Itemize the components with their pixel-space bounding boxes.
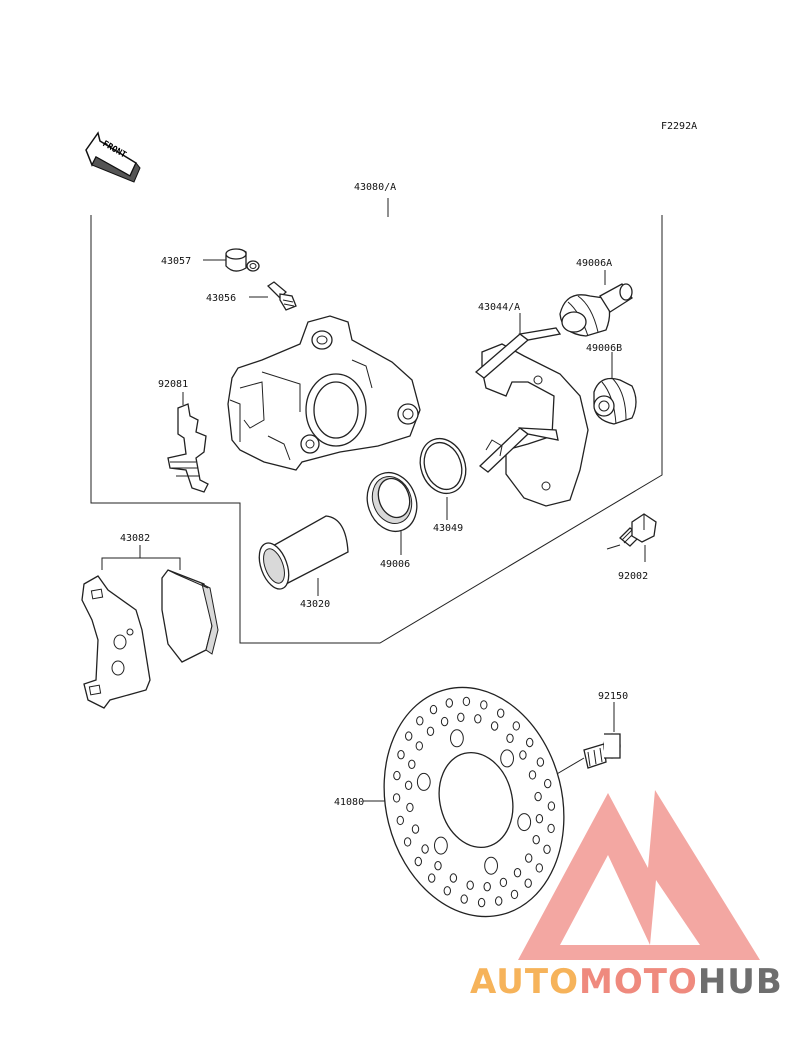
caliper-bolt xyxy=(619,513,657,547)
watermark-auto: AUTO xyxy=(470,962,579,1002)
part-label-43020: 43020 xyxy=(300,599,330,610)
disc-hole xyxy=(408,759,416,769)
disc-hole xyxy=(416,716,424,726)
pad-spring xyxy=(167,403,209,493)
watermark-moto: MOTO xyxy=(578,962,698,1002)
disc-hole xyxy=(535,814,544,824)
disc-hole xyxy=(421,844,429,854)
front-arrow-icon: FRONT xyxy=(85,131,141,183)
part-label-43044: 43044/A xyxy=(478,302,520,313)
disc-hole xyxy=(484,856,499,875)
disc-hole xyxy=(411,824,420,834)
brake-disc xyxy=(383,686,565,918)
disc-hole xyxy=(495,896,503,906)
part-label-49006A: 49006A xyxy=(576,258,612,269)
disc-hole xyxy=(532,835,540,845)
part-label-43056: 43056 xyxy=(206,293,236,304)
piston-seal xyxy=(366,471,418,533)
disc-hole xyxy=(396,815,404,826)
disc-hole xyxy=(500,749,515,768)
watermark-hub: HUB xyxy=(697,962,783,1002)
part-label-92081: 92081 xyxy=(158,379,188,390)
disc-hole xyxy=(460,894,468,904)
disc-hole xyxy=(466,880,474,890)
disc-hole xyxy=(510,889,519,900)
disc-hole xyxy=(543,844,551,854)
disc-hole xyxy=(416,772,431,791)
disc-hole xyxy=(440,716,449,727)
part-label-43057: 43057 xyxy=(161,256,191,267)
disc-hole xyxy=(519,750,527,760)
assembly-bracket xyxy=(90,215,663,644)
disc-hole xyxy=(480,700,488,710)
dust-boot-b xyxy=(593,377,637,425)
disc-hole xyxy=(526,737,534,748)
disc-hole xyxy=(414,856,422,867)
caliper-body xyxy=(227,315,421,471)
disc-hole xyxy=(450,729,464,748)
watermark-wordmark: AUTOMOTOHUB xyxy=(470,962,783,1002)
dust-boot-a xyxy=(559,283,633,337)
disc-hole xyxy=(443,886,451,896)
disc-hole xyxy=(497,708,505,718)
disc-hole xyxy=(512,721,520,731)
disc-hole xyxy=(415,741,423,751)
disc-hole xyxy=(405,731,413,741)
disc-hole xyxy=(429,704,438,715)
disc-hole xyxy=(490,721,499,731)
disc-hole xyxy=(434,836,448,855)
disc-hole xyxy=(513,868,522,878)
disc-hole xyxy=(462,696,471,707)
disc-hole xyxy=(434,861,442,871)
disc-hole xyxy=(406,802,414,813)
disc-mounting-bolt xyxy=(583,733,621,769)
part-label-43049: 43049 xyxy=(433,523,463,534)
disc-hole xyxy=(404,780,413,790)
disc-hole xyxy=(536,757,545,767)
disc-hole xyxy=(428,873,436,883)
disc-hole xyxy=(445,698,453,708)
disc-hole xyxy=(403,837,412,847)
disc-hole xyxy=(397,750,405,760)
disc-hole xyxy=(449,873,458,883)
figure-code: F2292A xyxy=(661,121,697,132)
part-label-92002: 92002 xyxy=(618,571,648,582)
disc-hole xyxy=(544,778,552,789)
part-label-49006B: 49006B xyxy=(586,343,622,354)
disc-hole xyxy=(499,877,508,888)
disc-hole xyxy=(524,878,532,888)
brake-pad xyxy=(161,569,219,663)
disc-hole xyxy=(477,897,486,908)
disc-hole xyxy=(525,853,533,863)
bleeder-cap xyxy=(225,248,260,272)
disc-hole xyxy=(506,733,514,743)
bleeder-valve xyxy=(266,281,297,311)
part-label-49006: 49006 xyxy=(380,559,410,570)
brake-pad-backing-plate xyxy=(81,575,151,709)
watermark-logo xyxy=(518,790,760,960)
disc-hole xyxy=(547,823,555,834)
part-label-43082: 43082 xyxy=(120,533,150,544)
brake-piston xyxy=(258,515,349,590)
disc-hole xyxy=(547,801,556,811)
disc-hole xyxy=(393,770,401,781)
disc-hole xyxy=(535,863,543,873)
dust-seal xyxy=(419,437,467,495)
disc-hole xyxy=(474,714,482,724)
caliper-holder-bracket xyxy=(474,327,589,507)
disc-hole xyxy=(392,793,401,803)
disc-hole xyxy=(426,726,435,736)
disc-hole xyxy=(483,882,491,892)
part-label-43080: 43080/A xyxy=(354,182,396,193)
part-label-41080: 41080 xyxy=(334,797,364,808)
disc-hole xyxy=(517,813,532,832)
disc-hole xyxy=(528,770,537,780)
disc-hole xyxy=(457,712,465,722)
part-label-92150: 92150 xyxy=(598,691,628,702)
disc-hole xyxy=(534,791,542,802)
